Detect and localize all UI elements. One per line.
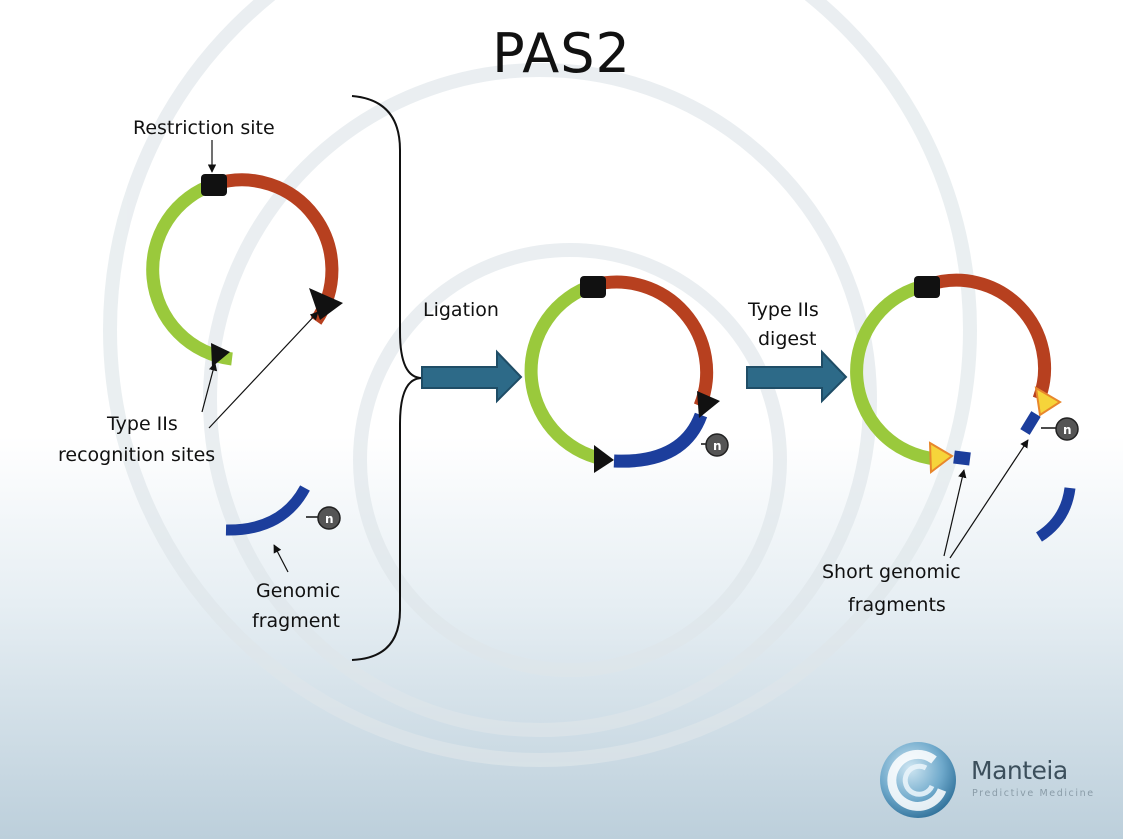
ligated-red-arc bbox=[592, 275, 714, 409]
restriction-site-marker bbox=[914, 276, 940, 298]
ligation-label: Ligation bbox=[423, 299, 499, 321]
released-genomic-fragment bbox=[1035, 487, 1076, 542]
restriction-site-marker bbox=[580, 276, 606, 298]
digest-label-line1: Type IIs bbox=[747, 299, 819, 321]
logo-tagline: Predictive Medicine bbox=[972, 788, 1095, 799]
manteia-logo: Manteia Predictive Medicine bbox=[876, 738, 1116, 823]
type-iis-site-marker bbox=[697, 391, 720, 418]
genomic-label-line2: fragment bbox=[252, 610, 340, 632]
type-iis-site-marker bbox=[211, 343, 230, 367]
genomic-fragment-arc bbox=[225, 485, 310, 536]
vector-green-arc bbox=[146, 177, 233, 366]
ligated-green-arc bbox=[524, 278, 605, 466]
n-marker bbox=[317, 506, 341, 530]
callout-type-iis-left bbox=[201, 362, 218, 413]
callout-short-left bbox=[943, 469, 967, 557]
manteia-logo-icon bbox=[880, 742, 956, 818]
type-iis-label-line1: Type IIs bbox=[106, 413, 178, 435]
digested-green-arc bbox=[850, 278, 937, 466]
ligated-blue-insert bbox=[613, 412, 708, 468]
vector-red-arc bbox=[213, 173, 339, 325]
cut-site-marker bbox=[928, 441, 954, 474]
callout-type-iis-right bbox=[208, 311, 319, 429]
logo-name: Manteia bbox=[971, 756, 1068, 785]
n-marker-label: n bbox=[1063, 423, 1072, 437]
digested-plasmid: n bbox=[850, 273, 1079, 474]
short-fragment-stub bbox=[953, 450, 971, 466]
n-marker bbox=[705, 433, 729, 457]
genomic-fragment: n bbox=[225, 485, 341, 536]
short-fragment-stub bbox=[1020, 411, 1041, 435]
ligation-arrow bbox=[421, 349, 523, 404]
n-marker bbox=[1055, 417, 1079, 441]
restriction-site-label: Restriction site bbox=[133, 117, 275, 139]
grouping-brace bbox=[351, 95, 423, 661]
short-fragments-label-line1: Short genomic bbox=[822, 561, 961, 583]
type-iis-label-line2: recognition sites bbox=[58, 444, 215, 466]
digest-label-line2: digest bbox=[758, 328, 816, 350]
restriction-site-marker bbox=[201, 174, 227, 196]
n-marker-label: n bbox=[325, 512, 334, 526]
genomic-label-line1: Genomic bbox=[256, 580, 340, 602]
slide-title: PAS2 bbox=[492, 22, 631, 85]
digest-arrow bbox=[746, 349, 848, 404]
cut-site-marker bbox=[1034, 386, 1062, 417]
n-marker-label: n bbox=[713, 439, 722, 453]
short-fragments-label-line2: fragments bbox=[848, 594, 946, 616]
callout-short-right bbox=[949, 439, 1029, 559]
ligated-plasmid: n bbox=[524, 275, 729, 473]
type-iis-site-marker bbox=[594, 445, 614, 473]
vector-plasmid bbox=[146, 173, 343, 367]
callout-genomic bbox=[273, 544, 289, 573]
digested-red-arc bbox=[925, 273, 1052, 402]
